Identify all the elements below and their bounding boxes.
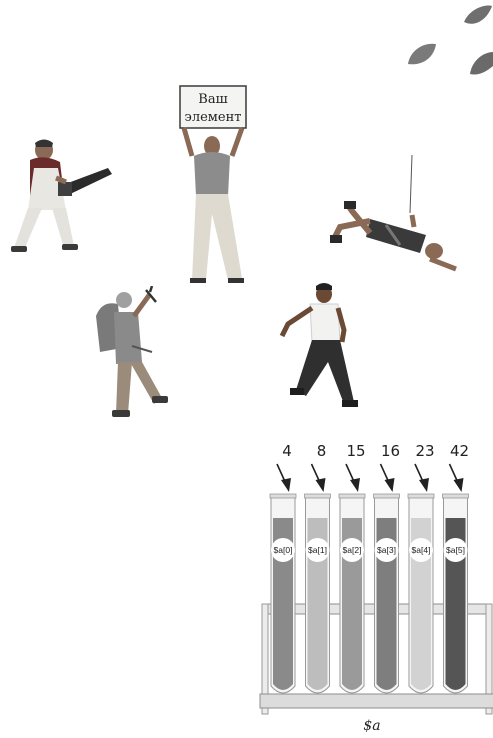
leaves-decoration bbox=[400, 0, 493, 80]
test-tube: 4 $a[0] bbox=[270, 442, 296, 693]
sign-text-line2: элемент bbox=[185, 110, 242, 125]
tube-rim bbox=[408, 494, 434, 498]
walking-man-figure bbox=[278, 282, 362, 412]
mountaineer-figure bbox=[92, 286, 170, 418]
leaf-icon bbox=[464, 6, 492, 24]
array-variable-label: $a bbox=[363, 718, 380, 734]
arrowhead-icon bbox=[419, 478, 429, 492]
tube-rim bbox=[270, 494, 296, 498]
arrowhead-icon bbox=[350, 478, 360, 492]
leaf-icon bbox=[408, 44, 436, 65]
arrowhead-icon bbox=[281, 478, 291, 492]
tube-index-label: $a[4] bbox=[412, 545, 431, 555]
array-test-tubes: 4 $a[0] 8 $a[1] 15 $a[2] 16 $a[3] 23 $a[4] 42 $a[5]… bbox=[248, 438, 493, 738]
test-tube: 8 $a[1] bbox=[305, 442, 331, 693]
tube-index-label: $a[0] bbox=[274, 545, 293, 555]
tube-value: 4 bbox=[282, 442, 292, 460]
chainsaw-man-figure bbox=[8, 138, 113, 263]
test-tube: 16 $a[3] bbox=[374, 442, 401, 693]
arrowhead-icon bbox=[385, 478, 395, 492]
tube-index-label: $a[5] bbox=[446, 545, 465, 555]
tube-value: 16 bbox=[381, 442, 400, 460]
tube-index-label: $a[1] bbox=[308, 545, 327, 555]
test-tube: 15 $a[2] bbox=[339, 442, 366, 693]
tube-index-label: $a[3] bbox=[377, 545, 396, 555]
tube-value: 15 bbox=[346, 442, 365, 460]
tube-index-label: $a[2] bbox=[343, 545, 362, 555]
tube-rim bbox=[374, 494, 400, 498]
arrowhead-icon bbox=[316, 478, 326, 492]
leaf-icon bbox=[470, 52, 493, 75]
rack-base bbox=[260, 694, 493, 708]
tube-value: 8 bbox=[317, 442, 327, 460]
rock-climber-figure bbox=[330, 155, 460, 285]
tube-rim bbox=[305, 494, 331, 498]
test-tube: 23 $a[4] bbox=[408, 442, 435, 693]
test-tubes-drawing: 4 $a[0] 8 $a[1] 15 $a[2] 16 $a[3] 23 $a[4] 42 $a[5]… bbox=[248, 438, 493, 738]
tube-rim bbox=[339, 494, 365, 498]
sign-holder-figure: Ваш элемент bbox=[170, 84, 254, 286]
sign-text-line1: Ваш bbox=[198, 92, 227, 107]
test-tube: 42 $a[5] bbox=[443, 442, 470, 693]
arrowhead-icon bbox=[454, 478, 464, 492]
tube-rim bbox=[443, 494, 469, 498]
tube-value: 23 bbox=[415, 442, 434, 460]
sign-board: Ваш элемент bbox=[180, 86, 246, 128]
tube-value: 42 bbox=[450, 442, 469, 460]
